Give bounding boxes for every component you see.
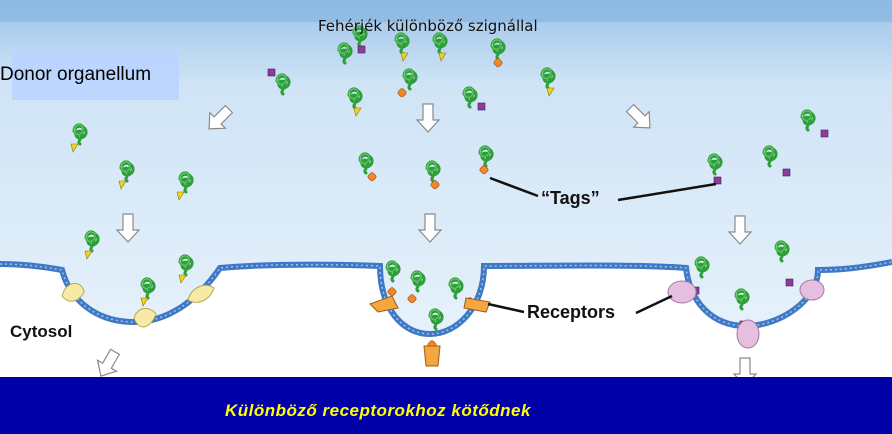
receptor-icon [736,319,760,349]
tags-pointer-line [617,182,717,202]
donor-organelle-label: Donor organellum [0,64,152,85]
receptors-label: Receptors [527,302,616,322]
caption-text: Különböző receptorokhoz kötődnek [225,401,531,420]
organelle-lumen [0,0,892,334]
tags-label: “Tags” [541,188,600,208]
tags-pointer-line [489,176,539,198]
receptors-pointer-line [487,302,525,314]
organelle-top-membrane [0,0,892,22]
receptor-icon [799,279,825,301]
receptor-icon [61,283,85,302]
donor-label-highlight [12,50,179,100]
receptor-icon [133,308,157,328]
membrane-texture [0,261,892,335]
top-label: Fehérjék különböző szignállal [318,17,538,35]
cytosol-label: Cytosol [10,322,73,341]
caption-band [0,377,892,434]
receptor-icon [463,297,491,313]
receptors-pointer-line [635,294,673,315]
receptor-icon [423,345,441,367]
receptor-icon [667,280,697,304]
receptor-icon [187,284,215,303]
receptor-icon [369,295,399,313]
